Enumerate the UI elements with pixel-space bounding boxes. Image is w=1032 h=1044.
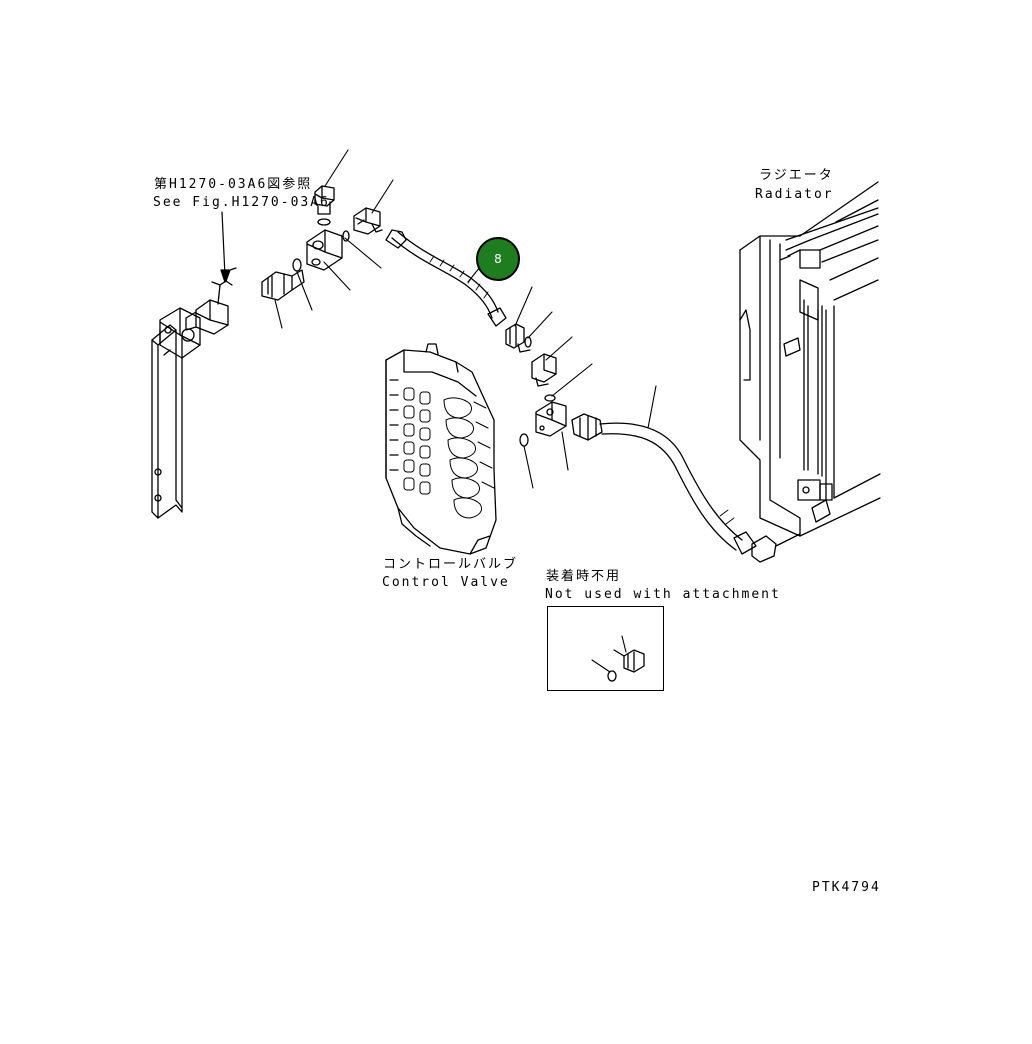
elbow-fitting-2 bbox=[531, 353, 557, 387]
radiator-hose bbox=[571, 413, 801, 563]
control-valve-label-en: Control Valve bbox=[382, 575, 510, 590]
inset-parts bbox=[591, 635, 645, 682]
part-callout-8[interactable]: 8 bbox=[476, 237, 520, 281]
radiator-label-en: Radiator bbox=[755, 187, 834, 202]
control-valve bbox=[385, 343, 497, 555]
solenoid-valve bbox=[185, 267, 237, 335]
tee-fitting bbox=[535, 401, 567, 437]
radiator bbox=[739, 181, 881, 537]
see-fig-arrow bbox=[220, 269, 230, 283]
see-fig-label-en: See Fig.H1270-03A6 bbox=[153, 195, 330, 210]
radiator-label-jp: ラジエータ bbox=[759, 168, 834, 183]
leader-lines-middle bbox=[514, 286, 593, 489]
drawing-code: PTK4794 bbox=[812, 880, 881, 895]
o-ring-2 bbox=[317, 218, 331, 226]
see-fig-leader bbox=[221, 211, 226, 277]
not-used-label-jp: 装着時不用 bbox=[546, 569, 622, 584]
o-ring-6 bbox=[519, 433, 529, 447]
elbow-fitting bbox=[353, 207, 383, 235]
control-valve-label-jp: コントロールバルブ bbox=[383, 557, 519, 572]
mounting-bracket bbox=[151, 307, 201, 519]
o-ring-4 bbox=[524, 336, 532, 348]
part-callout-number: 8 bbox=[494, 252, 502, 266]
plug-bolt bbox=[314, 185, 335, 215]
o-ring-1 bbox=[292, 258, 302, 272]
see-fig-label-jp: 第H1270-03A6図参照 bbox=[154, 177, 313, 192]
o-ring-3 bbox=[342, 230, 350, 242]
hose-8 bbox=[385, 229, 507, 327]
tee-block bbox=[306, 229, 343, 271]
not-used-inset-box bbox=[547, 606, 664, 691]
radiator-hose-leader bbox=[647, 385, 657, 429]
not-used-label-en: Not used with attachment bbox=[545, 587, 781, 602]
leader-lines-top bbox=[274, 149, 394, 329]
o-ring-5 bbox=[544, 394, 556, 402]
